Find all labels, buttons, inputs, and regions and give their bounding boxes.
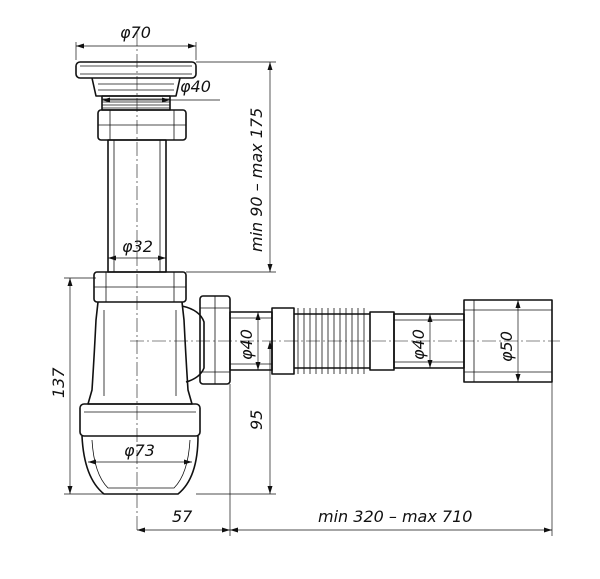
dim-range-height: min 90 – max 175 <box>247 108 266 252</box>
dim-h137: 137 <box>49 367 68 398</box>
dim-d70: φ70 <box>120 23 151 42</box>
dim-d40-right: φ40 <box>409 329 428 360</box>
dim-d40-top: φ40 <box>180 77 211 96</box>
strainer-flange <box>75 61 197 111</box>
dim-d50: φ50 <box>497 331 516 362</box>
center-lines <box>130 32 560 530</box>
lower-nut <box>93 271 187 303</box>
dim-w57: 57 <box>172 507 193 526</box>
dimension-lines <box>64 42 553 536</box>
bottle-body <box>79 301 205 495</box>
dim-d40-left: φ40 <box>237 329 256 360</box>
dim-h95: 95 <box>247 410 266 430</box>
dim-d32: φ32 <box>122 237 153 256</box>
upper-nut <box>97 109 187 141</box>
dim-range-length: min 320 – max 710 <box>318 507 472 526</box>
dim-d73: φ73 <box>124 441 155 460</box>
